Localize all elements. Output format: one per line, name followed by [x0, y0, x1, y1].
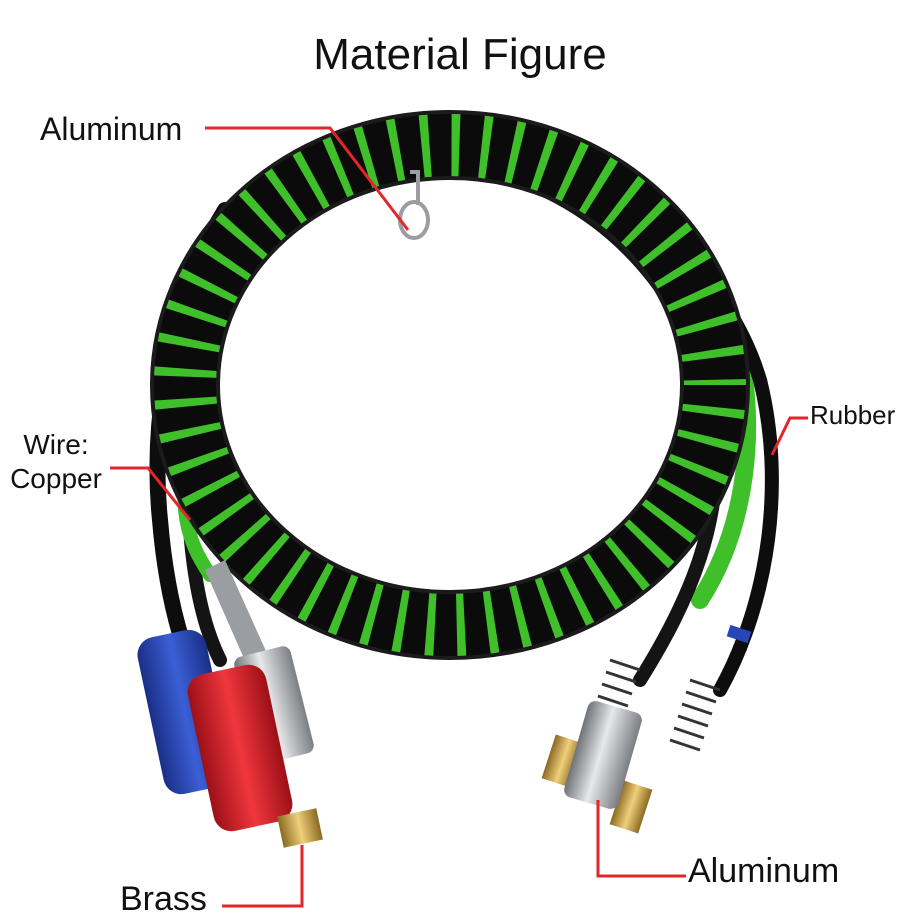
red-glad-hand: [187, 664, 323, 848]
figure-title: Material Figure: [313, 30, 607, 79]
blue-band-marker: [726, 624, 752, 644]
spring-guard-2: [669, 678, 721, 752]
coil-outer-edge: [150, 110, 750, 660]
right-connectors: [541, 624, 752, 834]
leader-rubber: [770, 416, 808, 456]
leader-lines: [110, 126, 808, 908]
leader-aluminum-top: [205, 126, 410, 231]
leader-wire-copper: [110, 466, 192, 521]
label-wire-line1: Wire:: [23, 429, 89, 460]
label-rubber: Rubber: [810, 400, 896, 430]
label-aluminum-top: Aluminum: [40, 111, 183, 147]
hose-coil: [150, 110, 750, 660]
left-connectors: [137, 560, 323, 848]
leader-brass: [222, 845, 304, 908]
leader-aluminum-bottom: [596, 800, 686, 878]
spring-guard-1: [593, 658, 641, 720]
label-brass: Brass: [120, 880, 207, 918]
coil-inner-edge: [216, 176, 684, 594]
label-wire-copper: Wire: Copper: [0, 428, 112, 496]
label-wire-line2: Copper: [10, 463, 102, 494]
aluminum-plug-right: [564, 701, 642, 809]
coil-spiral-wrap: [152, 112, 748, 658]
label-aluminum-bottom: Aluminum: [688, 852, 840, 890]
